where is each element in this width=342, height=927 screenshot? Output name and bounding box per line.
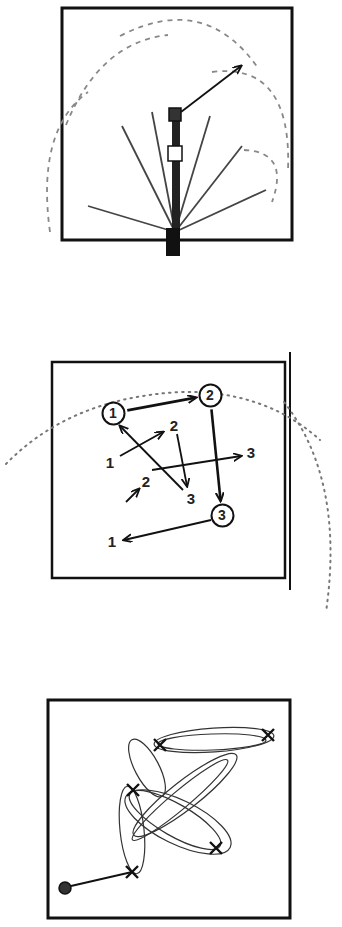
fan-line	[122, 126, 175, 232]
step-number: 2	[206, 388, 214, 402]
start-line	[71, 872, 132, 886]
sequence-number: 2	[141, 474, 151, 489]
circle-outline-shape	[199, 384, 221, 406]
x-mark	[262, 729, 274, 741]
dotted-arc	[284, 402, 331, 612]
panel-frame	[48, 700, 290, 918]
sequence-arrow	[152, 456, 241, 470]
dotted-arc	[6, 392, 320, 464]
fan-line	[175, 146, 242, 232]
sequence-arrow	[120, 426, 183, 490]
circled-step: 1	[101, 401, 126, 426]
circled-step: 3	[210, 503, 235, 528]
circle-outline-shape	[102, 402, 124, 424]
sequence-arrow	[126, 489, 139, 502]
scribble-loop	[158, 732, 266, 752]
scribble-loop	[127, 753, 234, 846]
sequence-number: 2	[169, 418, 179, 433]
start-point	[59, 882, 71, 894]
sequence-arrow	[120, 432, 163, 456]
sequence-number: 1	[107, 534, 117, 549]
x-mark	[210, 842, 222, 854]
step-number: 3	[218, 508, 226, 522]
scribble-loop	[115, 785, 148, 875]
circle-outline-shape	[211, 504, 233, 526]
sequence-arrow	[177, 434, 187, 486]
boom-base	[166, 228, 180, 256]
panel-edge	[289, 352, 291, 590]
sequence-connector	[127, 398, 195, 411]
x-mark	[127, 784, 139, 796]
scribble-loop	[125, 744, 245, 846]
motion-arrow	[181, 66, 241, 112]
slider-block	[169, 108, 181, 121]
dashed-arc	[120, 20, 258, 68]
dashed-arc	[47, 92, 88, 232]
x-mark	[154, 739, 166, 751]
fan-line	[175, 190, 266, 232]
slider-block-open	[168, 146, 182, 161]
fan-line	[88, 206, 175, 232]
sequence-number: 3	[246, 445, 256, 460]
dashed-arc	[212, 71, 288, 170]
circled-step: 2	[198, 383, 223, 408]
dashed-arc	[244, 150, 277, 202]
fan-line	[175, 116, 210, 232]
sequence-connector	[211, 409, 220, 500]
dashed-arc	[66, 35, 168, 125]
step-number: 1	[109, 406, 117, 420]
panel-frame	[52, 362, 285, 578]
scribble-loop	[153, 724, 274, 756]
fan-line	[152, 112, 175, 232]
panel-frame	[62, 8, 292, 240]
sequence-number: 3	[186, 491, 196, 506]
sequence-number: 1	[105, 455, 115, 470]
boom-arm	[172, 110, 180, 235]
sequence-arrow	[124, 520, 211, 540]
